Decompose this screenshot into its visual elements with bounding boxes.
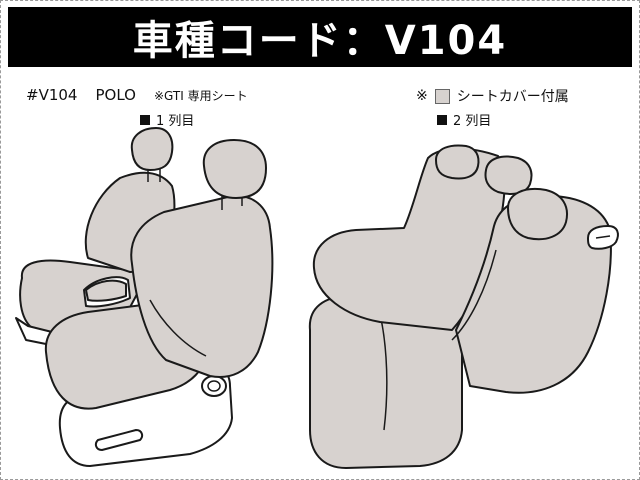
- black-square-icon: [140, 114, 150, 125]
- center-armrest-pad: [85, 279, 127, 302]
- front-seats-illustration: [15, 127, 274, 467]
- rear-seats-illustration: [308, 144, 619, 469]
- rear-headrest-center: [484, 155, 533, 195]
- model-note: ※GTI 専用シート: [153, 89, 248, 103]
- rear-headrest-right: [507, 188, 568, 241]
- gray-swatch-icon: [434, 88, 450, 104]
- front-row-label: 1 列目: [140, 110, 194, 129]
- model-code: #V104: [26, 86, 78, 104]
- rear-row-text: 2 列目: [453, 114, 492, 129]
- vehicle-code-title: 車種コード：V104: [8, 7, 632, 67]
- recline-knob-icon: [201, 375, 227, 397]
- seatbelt-latch-slot: [595, 235, 611, 239]
- rear-backrest-fold-line: [451, 249, 497, 341]
- seat-height-lever: [94, 429, 144, 451]
- front-right-headrest: [202, 139, 267, 199]
- legend-mark: ※: [416, 88, 428, 104]
- recline-knob-center: [207, 380, 221, 392]
- legend-text: シートカバー付属: [456, 89, 569, 105]
- rear-seat-backrest-right: [455, 194, 612, 394]
- legend: ※ シートカバー付属: [416, 86, 569, 106]
- black-square-icon: [437, 114, 447, 125]
- rear-row-label: 2 列目: [437, 110, 491, 129]
- model-line: #V104 POLO ※GTI 専用シート: [26, 86, 248, 104]
- model-name: POLO: [95, 86, 136, 104]
- front-row-text: 1 列目: [156, 114, 195, 129]
- front-right-seat-backrest: [130, 194, 274, 378]
- front-left-headrest: [130, 127, 174, 171]
- backrest-bolster-line: [149, 299, 207, 357]
- rear-headrest-left: [435, 144, 480, 180]
